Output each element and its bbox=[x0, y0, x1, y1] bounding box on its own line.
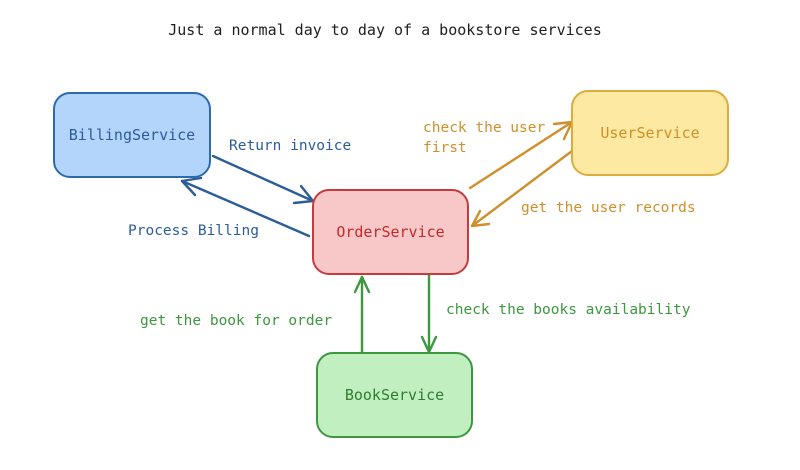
user-service-node[interactable]: UserService bbox=[571, 90, 729, 176]
edge-get-user-records bbox=[470, 149, 574, 228]
get-book-for-order-label: get the book for order bbox=[140, 313, 332, 329]
process-billing-label: Process Billing bbox=[128, 223, 259, 239]
get-user-records-label: get the user records bbox=[521, 200, 696, 216]
edge-return-invoice bbox=[211, 154, 315, 205]
diagram-title: Just a normal day to day of a bookstore … bbox=[168, 21, 601, 39]
user-service-label: UserService bbox=[600, 124, 699, 142]
billing-service-node[interactable]: BillingService bbox=[53, 92, 211, 178]
edge-check-user-first bbox=[468, 120, 574, 190]
check-books-availability-label: check the books availability bbox=[446, 302, 691, 318]
order-service-label: OrderService bbox=[336, 223, 444, 241]
book-service-node[interactable]: BookService bbox=[316, 352, 473, 438]
edge-check-books-availability bbox=[420, 270, 438, 354]
billing-service-label: BillingService bbox=[69, 126, 195, 144]
edge-process-billing bbox=[180, 176, 311, 238]
check-user-first-label-line2: first bbox=[423, 140, 467, 156]
order-service-node[interactable]: OrderService bbox=[312, 189, 469, 275]
book-service-label: BookService bbox=[345, 386, 444, 404]
edge-get-book-for-order bbox=[353, 275, 371, 355]
return-invoice-label: Return invoice bbox=[229, 138, 351, 154]
check-user-first-label-line1: check the user bbox=[423, 120, 545, 136]
